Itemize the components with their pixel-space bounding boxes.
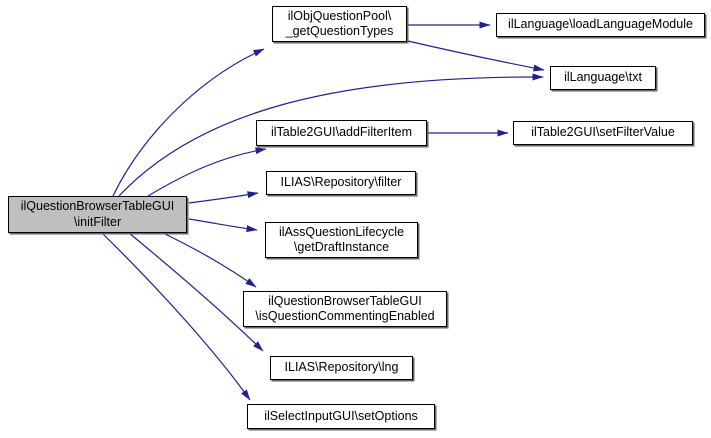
node-setfiltervalue[interactable]: ilTable2GUI\setFilterValue [513,121,693,145]
edge-initfilter-to-txt [118,73,544,197]
edge-initfilter-to-repository-filter [188,191,259,204]
edge-initfilter-to-setoptions [101,232,251,401]
node-loadlanguagemodule[interactable]: ilLanguage\loadLanguageModule [496,13,705,37]
node-getdraftinstance[interactable]: ilAssQuestionLifecycle \getDraftInstance [265,222,418,258]
edge-initfilter-to-repository-lng [128,232,264,352]
node-addfilteritem[interactable]: ilTable2GUI\addFilterItem [256,120,427,146]
edge-initfilter-to-getquestiontypes [112,48,265,197]
node-setoptions[interactable]: ilSelectInputGUI\setOptions [247,404,435,429]
node-repository-filter[interactable]: ILIAS\Repository\filter [266,171,416,195]
node-isquestioncommentingenabled[interactable]: ilQuestionBrowserTableGUI \isQuestionCom… [243,291,447,327]
edge-getquestiontypes-to-txt [407,40,545,72]
node-getquestiontypes[interactable]: ilObjQuestionPool\ _getQuestionTypes [272,6,407,42]
edge-initfilter-to-getdraftinstance [188,218,258,233]
edge-initfilter-to-addfilteritem [147,147,267,197]
node-initfilter: ilQuestionBrowserTableGUI \initFilter [8,196,187,233]
node-repository-lng[interactable]: ILIAS\Repository\lng [270,356,413,380]
edge-initfilter-to-isquestioncommentingenabled [162,232,257,288]
node-language-txt[interactable]: ilLanguage\txt [550,66,656,90]
